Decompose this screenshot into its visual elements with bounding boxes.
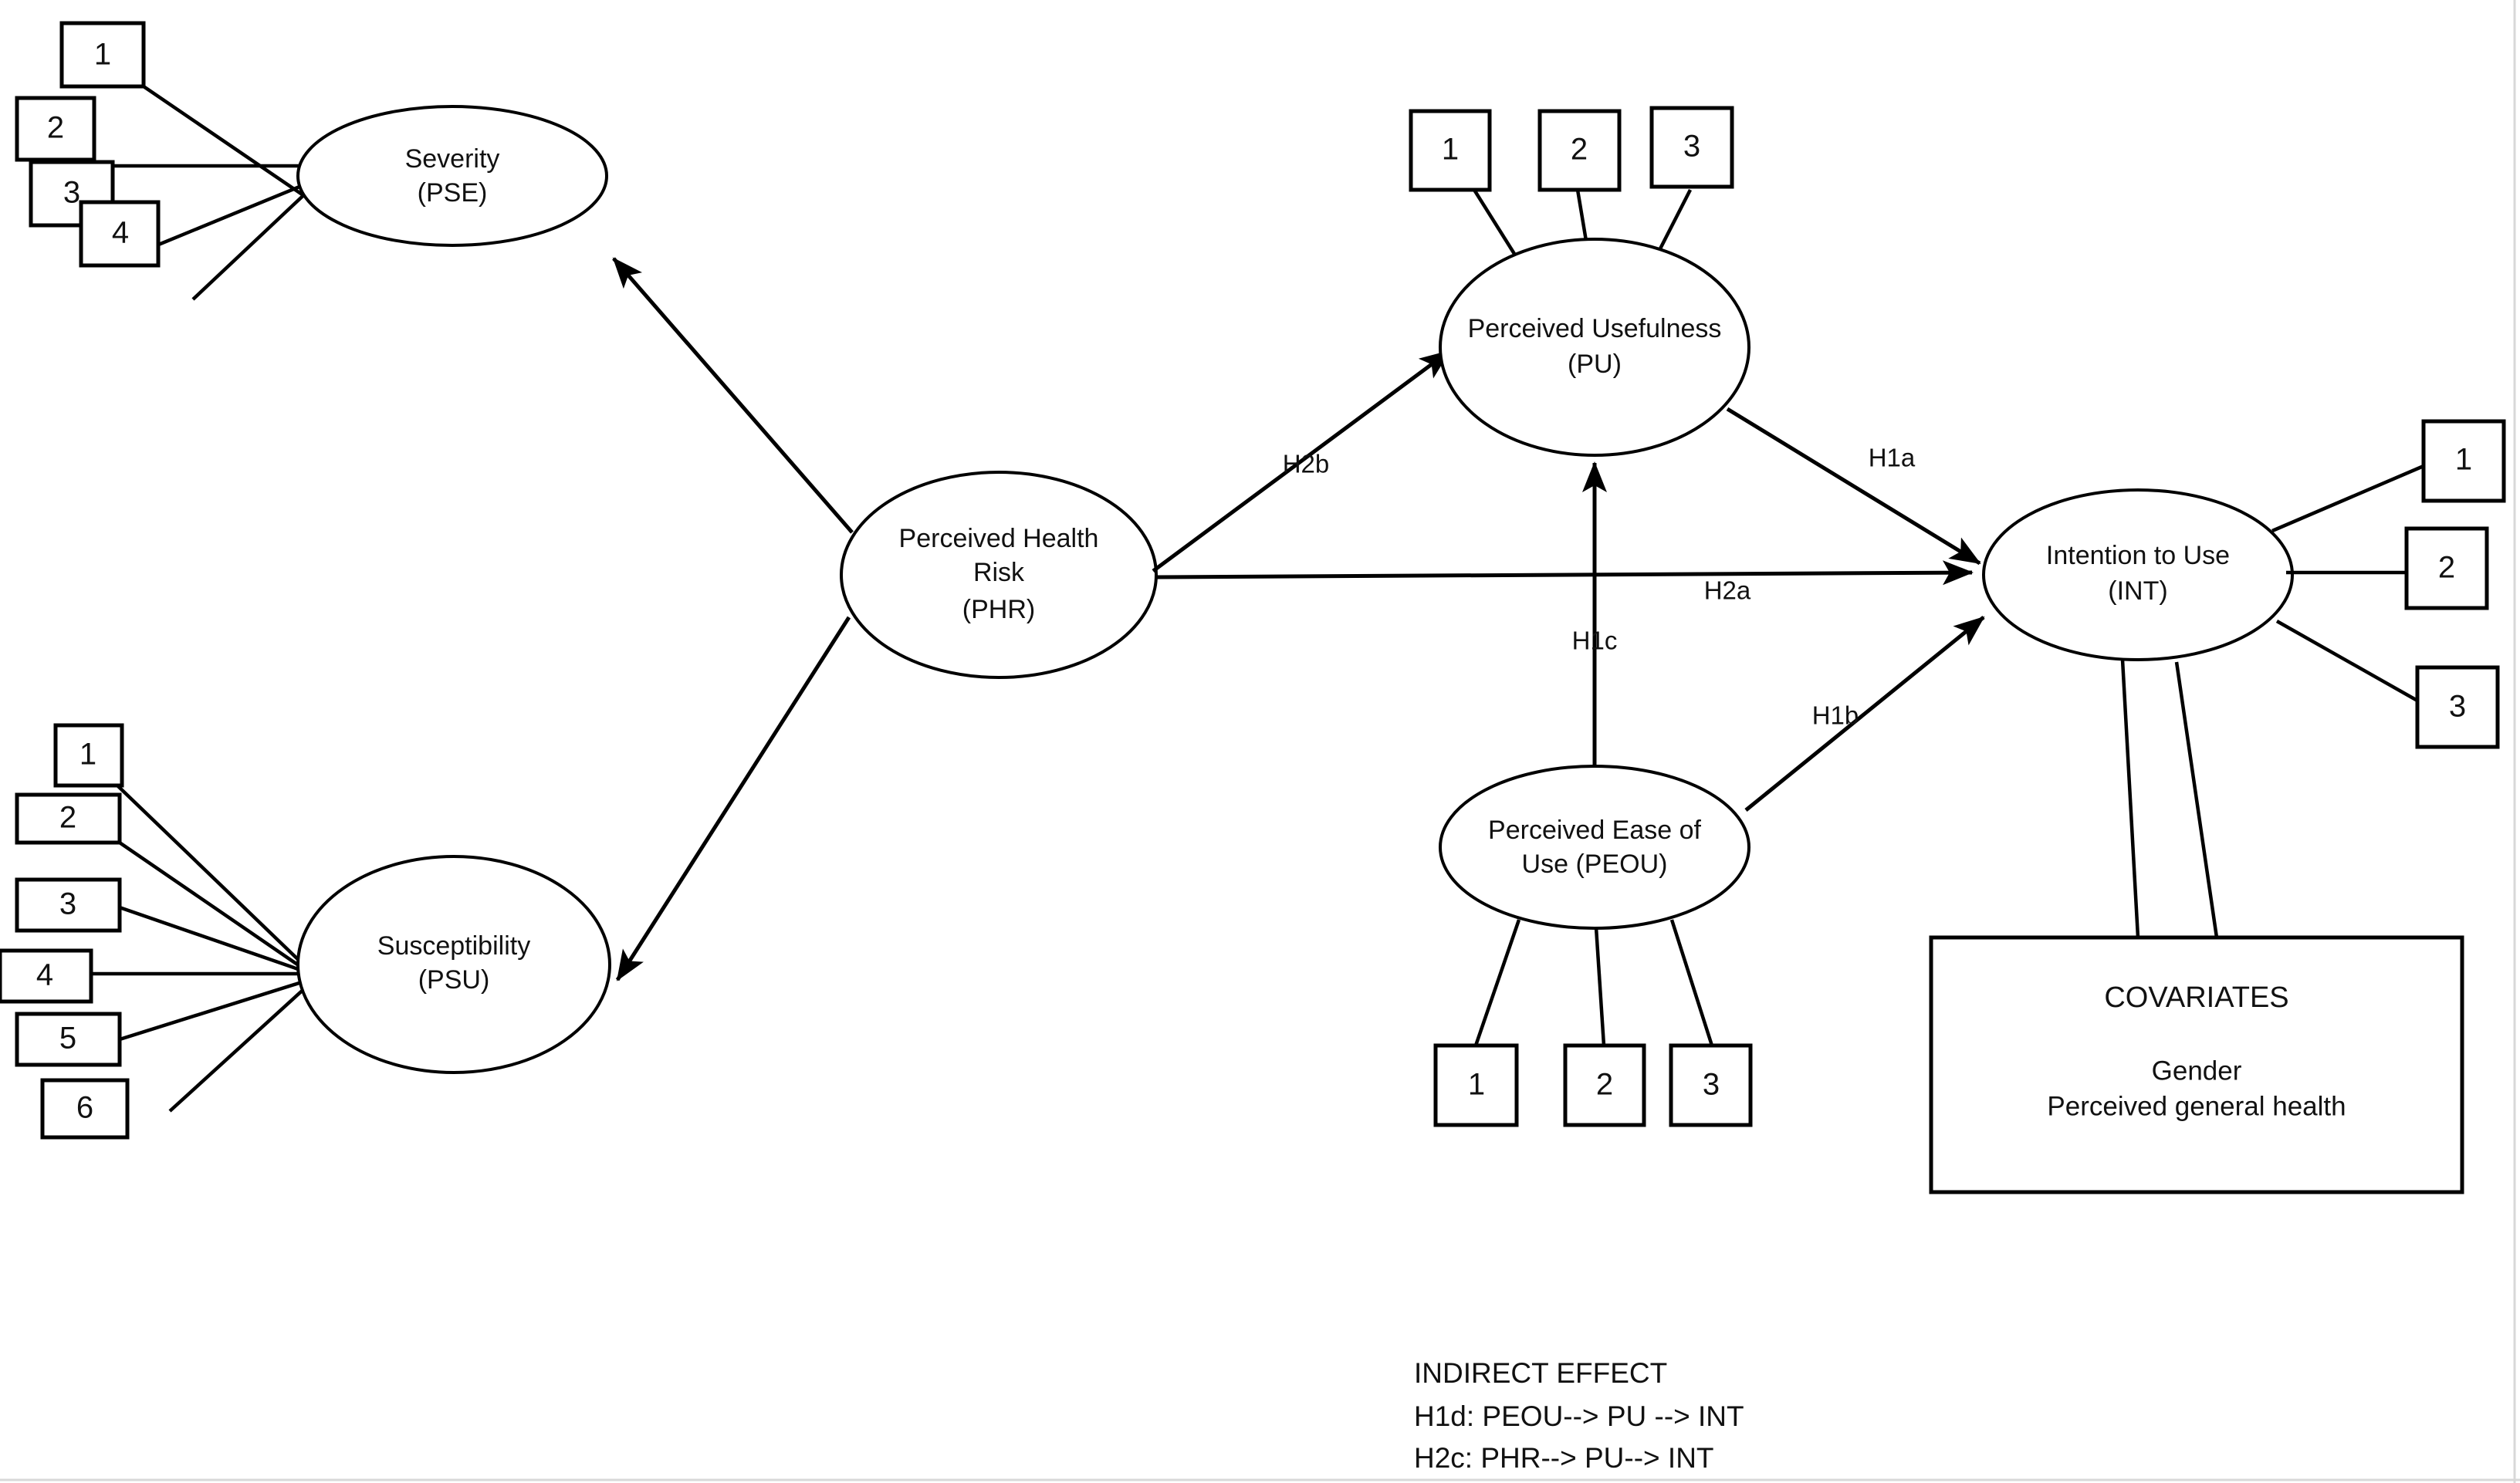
int-label-line1: Intention to Use [2046, 541, 2230, 570]
int-indicator-1-label: 1 [2455, 443, 2472, 477]
pu-label-line1: Perceived Usefulness [1468, 314, 1722, 343]
hypothesis-label-h1c: H1c [1572, 627, 1618, 655]
construct-node-psu: Susceptibility (PSU) [296, 855, 611, 1074]
path-h1c-peou-to-pu: H1c [1572, 461, 1618, 772]
pse-indicator-3-label: 3 [63, 176, 80, 210]
psu-indicator-6-label: 6 [76, 1091, 93, 1125]
int-indicator-3: 3 [2415, 665, 2500, 749]
psu-indicator-4-label: 4 [36, 958, 53, 992]
covariates-box: COVARIATES Gender Perceived general heal… [1929, 935, 2464, 1194]
pse-label-line2: (PSE) [418, 178, 488, 208]
int-indicator-2: 2 [2404, 526, 2489, 610]
indirect-effect-legend: INDIRECT EFFECT H1d: PEOU--> PU --> INT … [1414, 1357, 1744, 1474]
psu-indicator-1-label: 1 [79, 738, 96, 772]
pse-indicator-4-label: 4 [112, 216, 129, 250]
pse-indicator-2-label: 2 [47, 111, 64, 145]
int-indicator-2-label: 2 [2438, 551, 2455, 585]
pse-label-line1: Severity [405, 144, 500, 174]
pu-indicator-1: 1 [1409, 109, 1492, 192]
phr-label-line3: (PHR) [962, 595, 1035, 624]
peou-label-line1: Perceived Ease of [1488, 816, 1701, 845]
psu-indicator-2: 2 [15, 792, 122, 845]
covariate-item-general-health: Perceived general health [2047, 1091, 2346, 1121]
pu-indicator-2-label: 2 [1571, 133, 1588, 167]
pu-indicator-1-label: 1 [1442, 133, 1459, 167]
hypothesis-label-h1a: H1a [1869, 444, 1916, 472]
pse-indicator-2: 2 [15, 96, 96, 162]
construct-node-peou: Perceived Ease of Use (PEOU) [1439, 765, 1750, 930]
pse-indicator-1: 1 [59, 21, 146, 89]
path-h2b-phr-to-pu: H2b [1152, 349, 1451, 573]
peou-indicator-2-label: 2 [1596, 1068, 1613, 1102]
peou-indicator-1: 1 [1433, 1043, 1519, 1127]
path-h2a-phr-to-int: H2a [1155, 560, 1974, 605]
path-phr-to-psu [615, 616, 851, 981]
int-indicator-1: 1 [2421, 419, 2506, 503]
pse-indicator-4: 4 [79, 200, 161, 268]
construct-node-int: Intention to Use (INT) [1982, 488, 2294, 661]
covariates-title: COVARIATES [2104, 981, 2288, 1014]
psu-indicator-4: 4 [0, 948, 93, 1004]
peou-indicator-links [1473, 919, 1714, 1046]
psu-label-line2: (PSU) [418, 965, 490, 995]
psu-indicator-1: 1 [53, 723, 124, 788]
indirect-effect-heading: INDIRECT EFFECT [1414, 1357, 1667, 1389]
path-phr-to-pse [612, 257, 854, 534]
psu-indicator-links [91, 784, 309, 1113]
pu-indicator-3: 3 [1649, 106, 1734, 189]
construct-node-pu: Perceived Usefulness (PU) [1439, 238, 1750, 457]
hypothesis-label-h2b: H2b [1283, 450, 1330, 478]
phr-label-line2: Risk [973, 558, 1025, 587]
int-indicator-3-label: 3 [2449, 690, 2466, 724]
psu-indicator-3-label: 3 [59, 887, 76, 921]
covariates-connector-links [2120, 659, 2219, 938]
peou-indicator-2: 2 [1563, 1043, 1646, 1127]
peou-indicator-1-label: 1 [1468, 1068, 1485, 1102]
psu-label-line1: Susceptibility [377, 931, 530, 961]
psu-indicator-6: 6 [40, 1078, 130, 1140]
peou-label-line2: Use (PEOU) [1522, 850, 1668, 879]
construct-node-pse: Severity (PSE) [296, 105, 608, 247]
pse-indicator-1-label: 1 [94, 38, 111, 72]
indirect-effect-line-h1d: H1d: PEOU--> PU --> INT [1414, 1400, 1744, 1432]
psu-indicator-5-label: 5 [59, 1022, 76, 1056]
pu-indicator-3-label: 3 [1683, 130, 1700, 164]
indirect-effect-line-h2c: H2c: PHR--> PU--> INT [1414, 1442, 1714, 1474]
psu-indicator-2-label: 2 [59, 801, 76, 835]
pu-indicator-2: 2 [1537, 109, 1622, 192]
covariate-item-gender: Gender [2152, 1056, 2242, 1086]
pu-label-line2: (PU) [1568, 350, 1622, 379]
pse-indicator-links [93, 85, 315, 301]
construct-node-phr: Perceived Health Risk (PHR) [840, 471, 1158, 679]
path-h1a-pu-to-int: H1a [1726, 407, 1981, 566]
psu-indicator-5: 5 [15, 1012, 122, 1067]
peou-indicator-3-label: 3 [1703, 1068, 1720, 1102]
int-indicator-links [2271, 464, 2424, 702]
phr-label-line1: Perceived Health [899, 524, 1099, 553]
hypothesis-label-h2a: H2a [1704, 576, 1751, 605]
int-label-line2: (INT) [2108, 576, 2167, 606]
peou-indicator-3: 3 [1669, 1043, 1753, 1127]
psu-indicator-3: 3 [15, 877, 122, 933]
hypothesis-label-h1b: H1b [1812, 701, 1859, 730]
path-h1b-peou-to-int: H1b [1744, 616, 1985, 812]
